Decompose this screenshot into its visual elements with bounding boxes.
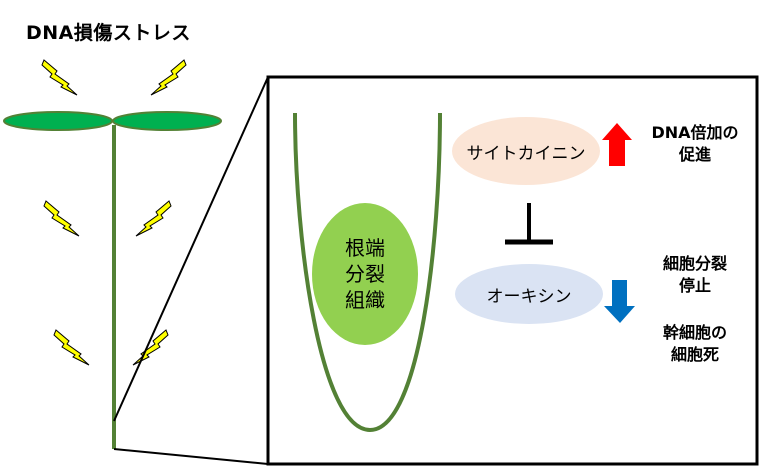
auxin-node: オーキシン [455, 264, 603, 324]
lightning-bolt-icon [150, 59, 187, 96]
root-tip-outline [293, 112, 442, 433]
inhibition-t-bar-icon [505, 203, 553, 245]
left-cotyledon [3, 111, 113, 131]
zoom-box [266, 75, 759, 466]
effect-endoreplication: DNA倍加の 促進 [651, 123, 739, 164]
lightning-bolt-icon [53, 329, 90, 366]
right-cotyledon [112, 111, 222, 131]
lightning-bolt-icon [132, 329, 169, 366]
cytokinin-node: サイトカイニン [452, 117, 600, 185]
effect-stem-cell-death: 幹細胞の 細胞死 [662, 323, 727, 364]
effect-division-arrest: 細胞分裂 停止 [662, 254, 727, 295]
root-meristem-node: 根端 分裂 組織 [312, 203, 418, 345]
lightning-bolt-icon [41, 59, 78, 96]
red-up-arrow-icon [602, 123, 632, 166]
blue-down-arrow-icon [604, 280, 635, 323]
zoom-line-top [113, 76, 269, 422]
zoom-line-bottom [113, 448, 269, 465]
lightning-bolt-icon [43, 200, 80, 237]
lightning-bolt-icon [135, 200, 172, 237]
diagram-title: DNA損傷ストレス [26, 22, 191, 44]
